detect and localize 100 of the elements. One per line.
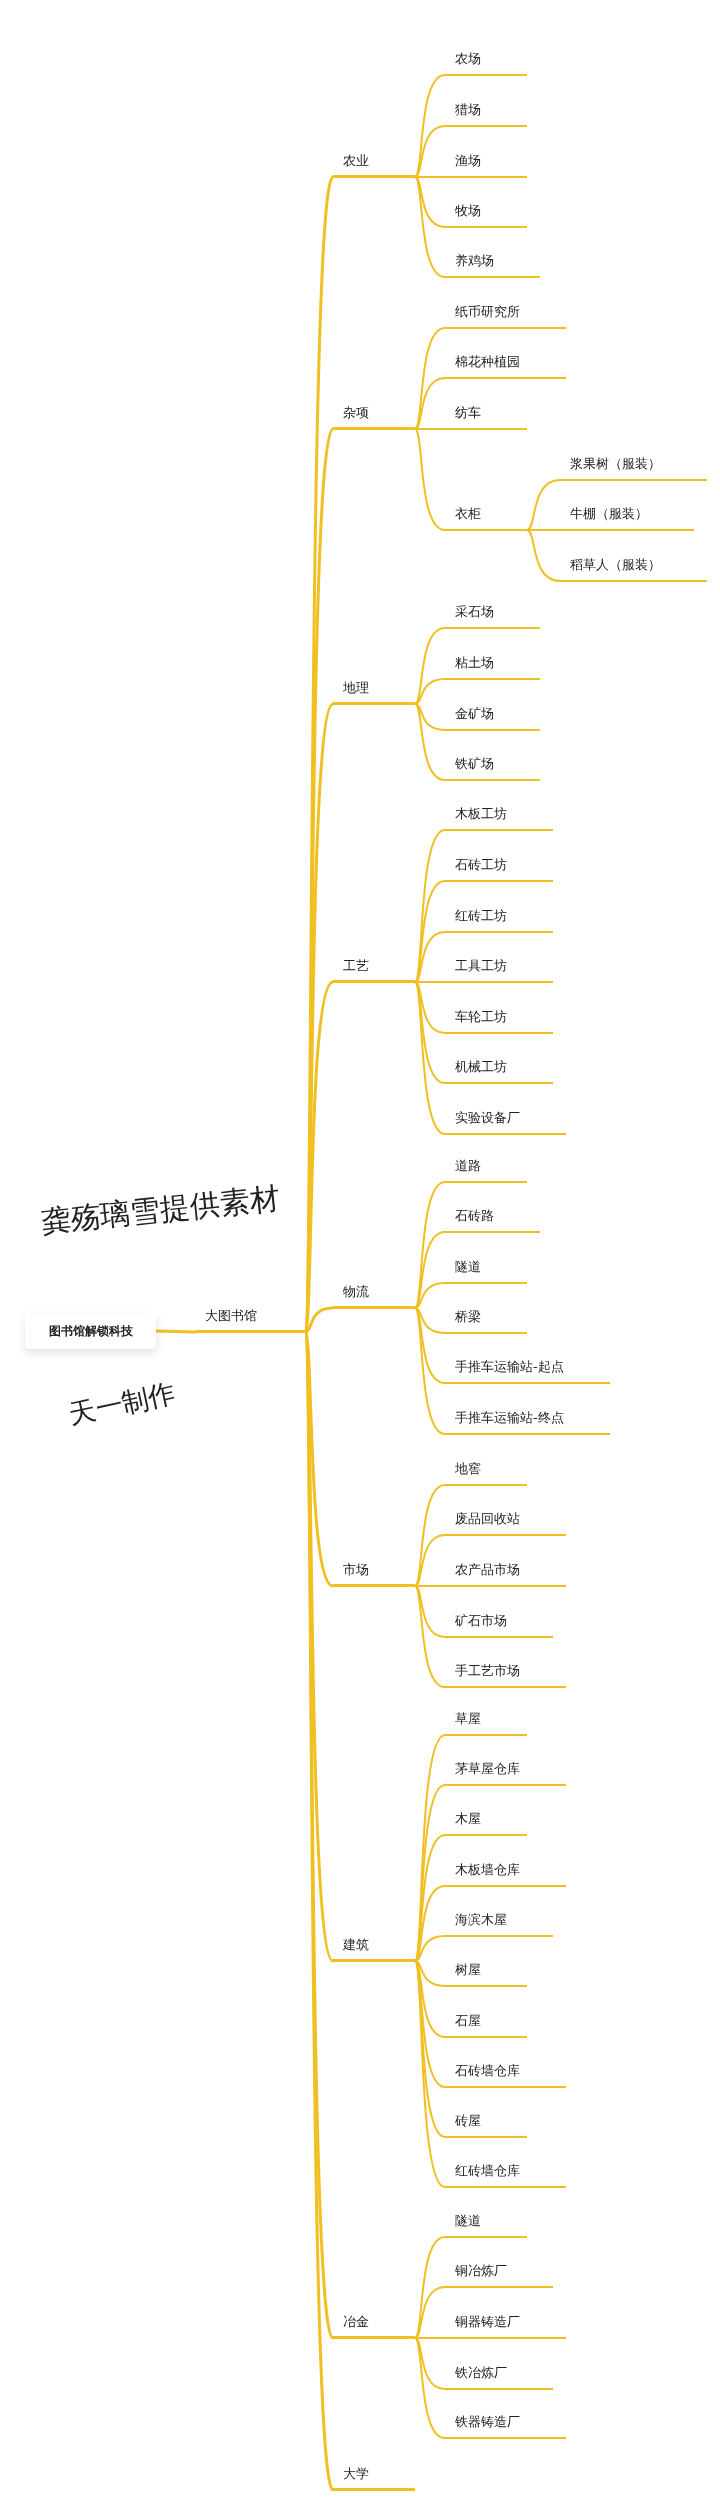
topic-label: 手推车运输站-起点 — [445, 1357, 610, 1384]
connector-line — [414, 2286, 446, 2339]
topic-label: 铁冶炼厂 — [445, 2363, 553, 2390]
connector-line — [414, 981, 446, 1135]
topic-label: 道路 — [445, 1156, 527, 1183]
topic-label: 隧道 — [445, 2211, 527, 2238]
topic-label: 铜器铸造厂 — [445, 2312, 566, 2339]
topic-label: 农产品市场 — [445, 1560, 566, 1587]
connector-line — [414, 981, 446, 983]
topic-label: 纺车 — [445, 403, 527, 430]
topic-label: 隧道 — [445, 1257, 527, 1284]
topic-label: 浆果树（服装） — [560, 454, 707, 481]
topic-label: 树屋 — [445, 1960, 527, 1987]
connector-line — [414, 428, 446, 531]
topic-label: 牧场 — [445, 201, 527, 228]
handwritten-note: 龚殇璃雪提供素材 — [39, 1182, 281, 1238]
connector-line — [414, 176, 446, 278]
topic-label: 地窖 — [445, 1459, 527, 1486]
connector-line — [526, 479, 561, 531]
connector-line — [414, 678, 446, 705]
topic-label: 木屋 — [445, 1809, 527, 1836]
topic-label: 物流 — [333, 1282, 415, 1309]
topic-label: 废品回收站 — [445, 1509, 566, 1536]
connector-line — [414, 176, 446, 178]
topic-label: 市场 — [333, 1560, 415, 1587]
topic-label: 茅草屋仓库 — [445, 1759, 566, 1786]
connector-line — [414, 1935, 446, 1962]
connector-line — [414, 1231, 446, 1309]
connector-line — [414, 1960, 446, 2138]
topic-label: 养鸡场 — [445, 251, 540, 278]
connector-line — [526, 529, 561, 531]
connector-line — [414, 981, 446, 1034]
topic-label: 铁矿场 — [445, 754, 540, 781]
topic-label: 衣柜 — [445, 504, 527, 531]
connector-line — [414, 880, 446, 983]
topic-label: 地理 — [333, 678, 415, 705]
connector-line — [414, 931, 446, 983]
topic-label: 石砖工坊 — [445, 855, 553, 882]
topic-label: 红砖墙仓库 — [445, 2161, 566, 2188]
topic-label: 金矿场 — [445, 704, 540, 731]
connector-line — [414, 1585, 446, 1638]
topic-label: 实验设备厂 — [445, 1108, 566, 1135]
connector-line — [526, 529, 561, 582]
topic-label: 渔场 — [445, 151, 527, 178]
connector-line — [414, 703, 446, 731]
connector-line — [414, 627, 446, 705]
root-topic-box: 图书馆解锁科技 — [25, 1313, 156, 1349]
topic-label: 农场 — [445, 49, 527, 76]
topic-label: 采石场 — [445, 602, 540, 629]
handwritten-note: 天一制作 — [66, 1379, 178, 1428]
connector-line — [414, 428, 446, 430]
topic-label: 矿石市场 — [445, 1611, 553, 1638]
topic-label: 石屋 — [445, 2011, 527, 2038]
topic-label: 牛棚（服装） — [560, 504, 694, 531]
topic-label: 纸币研究所 — [445, 302, 566, 329]
connector-line — [414, 1834, 446, 1962]
connector-line — [414, 1307, 446, 1435]
topic-label: 猎场 — [445, 100, 527, 127]
connector-line — [414, 1307, 446, 1334]
topic-label: 草屋 — [445, 1709, 527, 1736]
connector-line — [414, 377, 446, 430]
topic-label: 大学 — [333, 2464, 415, 2491]
topic-label: 机械工坊 — [445, 1057, 553, 1084]
topic-label: 石砖路 — [445, 1206, 540, 1233]
topic-label: 石砖墙仓库 — [445, 2061, 566, 2088]
connector-line — [414, 1960, 446, 2188]
connector-line — [414, 176, 446, 228]
connector-line — [414, 1960, 446, 1987]
topic-label: 工具工坊 — [445, 956, 553, 983]
topic-label: 木板墙仓库 — [445, 1860, 566, 1887]
topic-label: 海滨木屋 — [445, 1910, 553, 1937]
topic-label: 杂项 — [333, 403, 415, 430]
topic-label: 棉花种植园 — [445, 352, 566, 379]
connector-line — [414, 125, 446, 178]
topic-label: 粘土场 — [445, 653, 540, 680]
connector-line — [414, 1585, 446, 1688]
connector-line — [155, 1329, 197, 1334]
topic-label: 手推车运输站-终点 — [445, 1408, 610, 1435]
topic-label: 农业 — [333, 151, 415, 178]
topic-label: 桥梁 — [445, 1307, 527, 1334]
connector-line — [414, 1307, 446, 1384]
topic-label: 建筑 — [333, 1935, 415, 1962]
connector-line — [414, 981, 446, 1084]
topic-label: 铁器铸造厂 — [445, 2412, 566, 2439]
topic-label: 砖屋 — [445, 2111, 527, 2138]
connector-line — [304, 1306, 334, 1334]
topic-label: 手工艺市场 — [445, 1661, 566, 1688]
topic-label: 大图书馆 — [196, 1306, 305, 1333]
connector-line — [414, 1585, 446, 1587]
connector-line — [414, 2337, 446, 2439]
connector-line — [414, 2337, 446, 2339]
topic-label: 工艺 — [333, 956, 415, 983]
topic-label: 稻草人（服装） — [560, 555, 707, 582]
topic-label: 红砖工坊 — [445, 906, 553, 933]
connector-line — [414, 2337, 446, 2390]
connector-line — [414, 829, 446, 983]
topic-label: 铜冶炼厂 — [445, 2261, 553, 2288]
connector-line — [414, 703, 446, 781]
topic-label: 冶金 — [333, 2312, 415, 2339]
topic-label: 木板工坊 — [445, 804, 553, 831]
